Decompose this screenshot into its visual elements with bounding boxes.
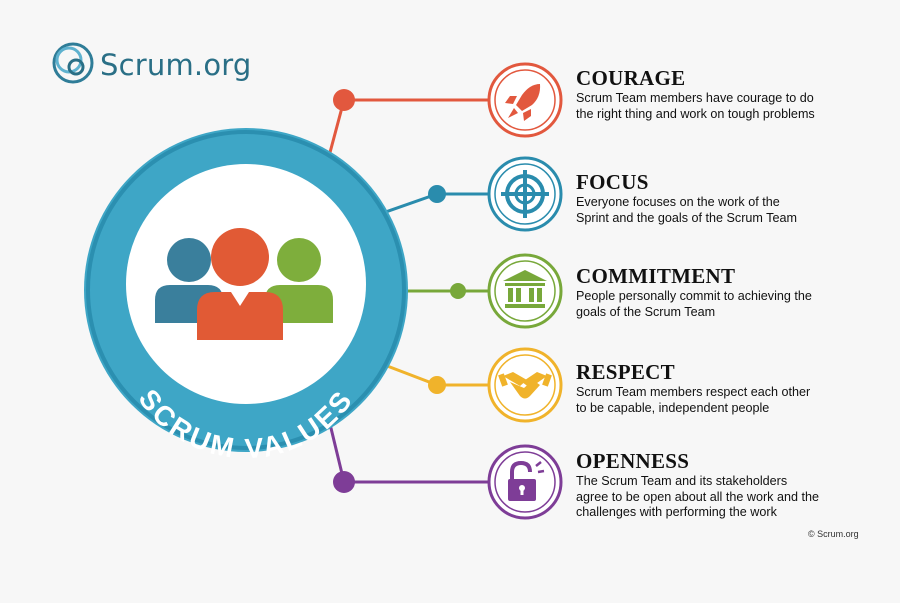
building-columns-icon: [503, 270, 547, 308]
commitment-icon-badge: [487, 253, 563, 329]
scrum-logo-icon: [52, 42, 94, 84]
value-title: COMMITMENT: [576, 264, 736, 288]
value-title: COURAGE: [576, 66, 686, 90]
respect-icon-badge: [487, 347, 563, 423]
connector-dots: [333, 89, 466, 493]
rocket-icon: [505, 84, 541, 121]
target-icon: [501, 170, 549, 218]
unlocked-padlock-icon: [508, 460, 545, 501]
respect-dot: [428, 376, 446, 394]
scrum-org-logo-text: Scrum.org: [100, 48, 252, 82]
value-description: Scrum Team members respect each other to…: [576, 385, 811, 415]
value-title: OPENNESS: [576, 449, 690, 473]
openness-icon-badge: [487, 444, 563, 520]
copyright-notice: © Scrum.org: [808, 529, 859, 539]
value-openness: OPENNESS The Scrum Team and its stakehol…: [576, 450, 876, 521]
handshake-icon: [498, 372, 552, 399]
value-title: RESPECT: [576, 360, 675, 384]
focus-dot: [428, 185, 446, 203]
value-description: The Scrum Team and its stakeholders agre…: [576, 474, 819, 519]
value-commitment: COMMITMENT People personally commit to a…: [576, 265, 876, 320]
value-description: Scrum Team members have courage to do th…: [576, 91, 815, 121]
focus-icon-badge: [487, 156, 563, 232]
value-courage: COURAGE Scrum Team members have courage …: [576, 67, 876, 122]
value-description: Everyone focuses on the work of the Spri…: [576, 195, 797, 225]
courage-icon-badge: [487, 62, 563, 138]
value-respect: RESPECT Scrum Team members respect each …: [576, 361, 876, 416]
team-people-icon: [155, 228, 333, 340]
commitment-dot: [450, 283, 466, 299]
openness-connector: [328, 423, 495, 484]
value-title: FOCUS: [576, 170, 649, 194]
value-focus: FOCUS Everyone focuses on the work of th…: [576, 171, 876, 226]
courage-connector: [326, 98, 495, 161]
openness-dot: [333, 471, 355, 493]
value-description: People personally commit to achieving th…: [576, 289, 812, 319]
courage-dot: [333, 89, 355, 111]
